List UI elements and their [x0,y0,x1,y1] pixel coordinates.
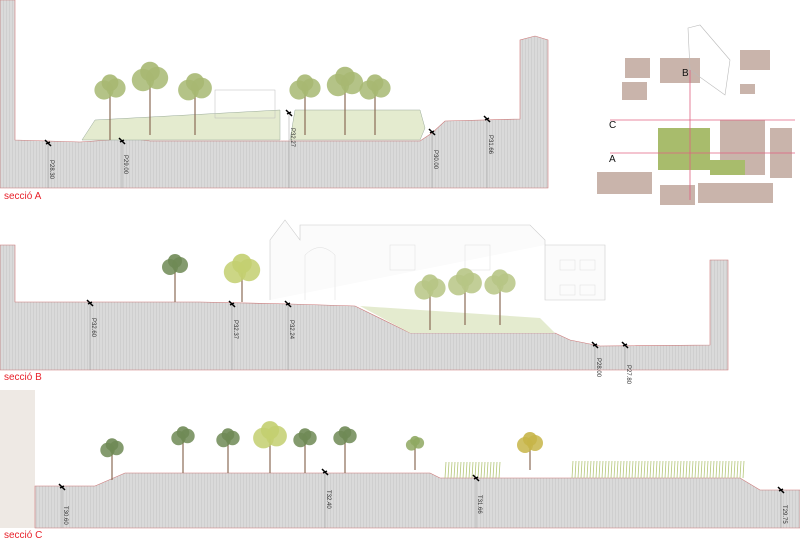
level-label: P27.80 [625,365,631,385]
section-a-trees [94,61,391,140]
section-c [0,390,800,529]
tree [405,435,425,470]
level-marker: P32.24 [284,300,294,370]
tree [131,61,169,135]
level-marker: P32.27 [285,109,295,188]
section-c-trees [100,421,543,480]
key-plan-label-c: C [609,120,616,131]
level-label: P32.37 [232,320,238,340]
level-label: T30.60 [62,506,68,525]
tree [289,74,321,135]
key-plan: B C A [597,24,795,205]
level-marker: P29.00 [118,137,128,188]
section-c-caption: secció C [4,530,43,541]
level-label: T31.66 [476,495,482,514]
tree [517,432,543,470]
tree [414,274,446,330]
level-label: P28.00 [595,358,601,378]
level-marker: T30.60 [58,483,68,528]
level-marker: P32.37 [228,300,238,370]
level-marker: T29.75 [777,486,787,528]
section-b-trees [162,253,516,330]
section-b-windows [304,244,596,300]
level-label: T32.40 [325,490,331,509]
tree [100,438,124,480]
level-label: P28.30 [48,160,54,180]
section-c-ground [34,472,800,529]
tree [171,426,195,473]
key-plan-label-a: A [609,154,616,165]
key-plan-cut-lines [610,70,795,200]
level-marker: T31.66 [472,474,482,528]
section-b-ground [0,244,729,371]
level-marker: P28.30 [44,139,54,188]
section-a-pergola [214,89,276,119]
tree [178,73,212,135]
section-b-building-outline [269,219,606,301]
tree [326,66,364,135]
section-a-caption: secció A [4,191,42,202]
key-plan-park [658,128,710,170]
section-a-ground [0,0,549,189]
tree [94,74,126,140]
section-c-building [0,390,35,528]
level-marker: P30.00 [428,128,438,188]
level-label: P30.00 [432,150,438,170]
tree [216,428,240,473]
section-b-caption: secció B [4,372,42,383]
section-b-lawn [360,306,555,333]
tree [293,428,317,473]
level-marker: P32.60 [86,299,96,370]
level-marker: T32.40 [321,468,331,528]
level-label: P29.00 [122,155,128,175]
key-plan-label-b: B [682,68,689,79]
level-label: P32.27 [289,128,295,148]
tree [253,421,287,473]
tree [359,74,391,135]
level-marker: P31.66 [483,115,493,188]
section-c-grasses [444,460,745,479]
tree [162,254,188,302]
tree [333,426,357,473]
tree [484,269,516,325]
level-label: P32.60 [90,318,96,338]
level-label: T29.75 [781,505,787,524]
section-a [0,0,549,189]
level-marker: P28.00 [591,341,601,378]
level-marker: P27.80 [621,341,631,385]
level-label: P31.66 [487,135,493,155]
level-label: P32.24 [288,320,294,340]
tree [223,253,261,302]
section-a-deck [81,109,426,141]
tree [448,268,482,325]
section-b [0,219,729,371]
